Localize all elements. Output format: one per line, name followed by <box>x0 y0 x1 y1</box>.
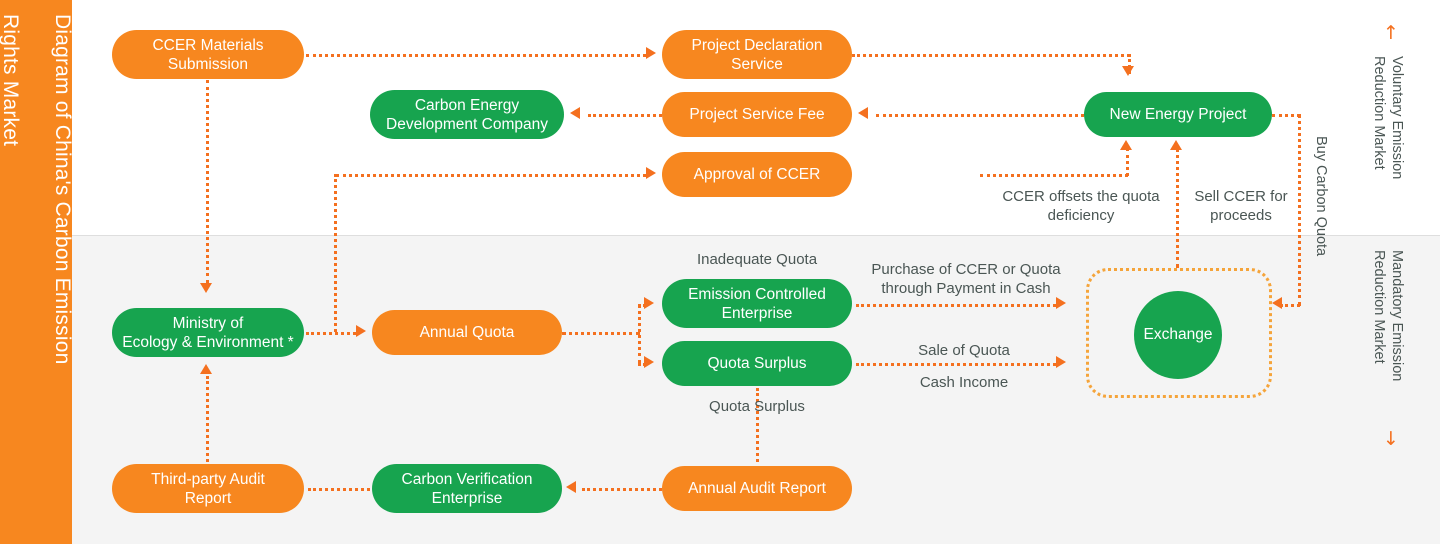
edge-quotasurplus-to-auditreport <box>756 388 759 462</box>
label-cash-income: Cash Income <box>919 374 1009 391</box>
page-title: Diagram of China's Carbon Emission Rights… <box>0 14 75 534</box>
edge-annualquota-branch-v <box>638 304 641 364</box>
edge-annualquota-branch-h <box>562 332 640 335</box>
edge-servicefee-to-carbonenergy <box>588 114 662 117</box>
edge-quotasurplus-to-exchange <box>856 363 1056 366</box>
node-new-energy-project[interactable]: New Energy Project <box>1084 92 1272 137</box>
arrowhead-verification-in <box>566 481 576 493</box>
node-approval-of-ccer[interactable]: Approval of CCER <box>662 152 852 197</box>
node-label: Annual Quota <box>419 324 515 341</box>
edge-submission-to-declaration <box>306 54 646 57</box>
node-exchange[interactable]: Exchange <box>1134 291 1222 379</box>
page-title-line2: Rights Market <box>0 14 22 147</box>
arrowhead-exchange-in-sale <box>1056 356 1066 368</box>
node-label: Annual Audit Report <box>688 480 826 497</box>
page-title-line1: Diagram of China's Carbon Emission <box>51 14 74 365</box>
arrowhead-carbonenergy-in <box>570 107 580 119</box>
edge-sell-ccer-v <box>1176 148 1179 268</box>
node-project-service-fee[interactable]: Project Service Fee <box>662 92 852 137</box>
node-quota-surplus[interactable]: Quota Surplus <box>662 341 852 386</box>
edge-exchange-to-buyquota-h <box>1280 304 1300 307</box>
edge-ccer-offsets-h <box>980 174 1128 177</box>
node-annual-audit-report[interactable]: Annual Audit Report <box>662 466 852 511</box>
edge-newenergy-to-servicefee <box>876 114 1084 117</box>
voluntary-market-up-arrow: ↑ <box>1383 22 1399 44</box>
arrowhead-servicefee-in <box>858 107 868 119</box>
title-sidebar: Diagram of China's Carbon Emission Rights… <box>0 0 75 544</box>
mandatory-market-down-arrow: ↓ <box>1383 428 1399 450</box>
edge-ccer-offsets-v <box>1126 148 1129 176</box>
arrowhead-quotasurplus-in <box>644 356 654 368</box>
edge-branch-to-quotasurplus <box>638 363 646 366</box>
edge-ministry-to-approval-h-top <box>336 174 646 177</box>
node-label: New Energy Project <box>1109 106 1247 123</box>
edge-ece-to-exchange <box>856 304 1056 307</box>
node-label: Approval of CCER <box>693 166 821 183</box>
node-annual-quota[interactable]: Annual Quota <box>372 310 562 355</box>
arrowhead-approval-in <box>646 167 656 179</box>
edge-audit-to-ministry <box>206 376 209 462</box>
label-quota-surplus-caption: Quota Surplus <box>709 398 805 415</box>
arrowhead-ministry-in-top <box>200 283 212 293</box>
edge-auditreport-to-verification <box>582 488 662 491</box>
edge-verification-to-audit <box>308 488 370 491</box>
edge-ministry-to-approval-v <box>334 174 337 332</box>
market-divider <box>72 235 1440 236</box>
arrowhead-newenergy-in-offsets <box>1120 140 1132 150</box>
sidebar-title-rotator: Diagram of China's Carbon Emission Rights… <box>0 0 75 544</box>
edge-ministry-to-annualquota <box>306 332 356 335</box>
arrowhead-newenergy-in-top <box>1122 66 1134 76</box>
arrowhead-exchange-in-purchase <box>1056 297 1066 309</box>
node-label: Project Service Fee <box>689 106 825 123</box>
edge-declaration-to-newenergy-v <box>1128 54 1131 74</box>
label-inadequate-quota: Inadequate Quota <box>696 251 818 268</box>
arrowhead-declaration-in <box>646 47 656 59</box>
edge-branch-to-ece <box>638 304 646 307</box>
arrowhead-annualquota-in <box>356 325 366 337</box>
exchange-boundary <box>1086 268 1272 398</box>
label-buy-carbon-quota: Buy Carbon Quota <box>1313 136 1329 257</box>
node-label: Exchange <box>1143 326 1213 343</box>
edge-declaration-to-newenergy-h <box>852 54 1130 57</box>
edge-newenergy-to-buyquota <box>1272 114 1300 117</box>
arrowhead-exchange-in-buy <box>1272 297 1282 309</box>
arrowhead-newenergy-in-sell <box>1170 140 1182 150</box>
edge-submission-to-ministry <box>206 80 209 283</box>
arrowhead-ministry-in-bottom <box>200 364 212 374</box>
label-sale-of-quota: Sale of Quota <box>918 342 1010 359</box>
node-label: Quota Surplus <box>707 355 807 372</box>
edge-buycarbonquota-v <box>1298 114 1301 306</box>
arrowhead-ece-in <box>644 297 654 309</box>
